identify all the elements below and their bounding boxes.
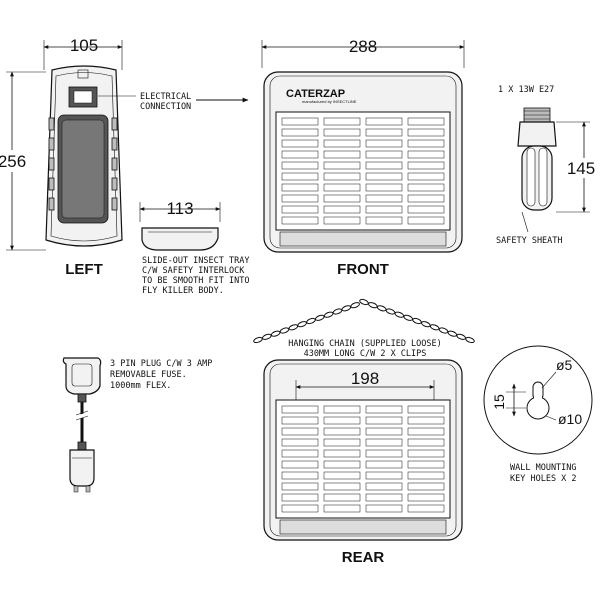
keyhole-detail-icon — [526, 381, 550, 420]
tray-note-line-3: TO BE SMOOTH FIT INTO — [142, 276, 249, 286]
iec-connector-icon — [69, 441, 95, 493]
plug-note-line-1: 3 PIN PLUG C/W 3 AMP — [110, 359, 212, 369]
insect-tray-shape — [141, 227, 219, 251]
left-height-dimension: 256 — [0, 71, 46, 251]
left-view: 105 256 — [0, 36, 249, 278]
uk-plug-icon — [62, 357, 102, 442]
left-body — [45, 65, 123, 247]
left-width-label: 105 — [70, 36, 98, 55]
small-diameter-label: ø5 — [556, 357, 573, 373]
large-diameter-label: ø10 — [558, 411, 582, 427]
switch-icon — [77, 69, 89, 79]
plug-view: 3 PIN PLUG C/W 3 AMP REMOVABLE FUSE. 100… — [62, 357, 212, 493]
left-width-dimension: 105 — [43, 36, 123, 70]
chain-note-line-2: 430MM LONG C/W 2 X CLIPS — [304, 349, 427, 359]
hole-spacing-label: 198 — [351, 369, 379, 388]
front-view: 288 CATERZAP manufactured by INSECTLINE … — [261, 37, 465, 278]
lamp-height-label: 145 — [567, 159, 595, 178]
left-view-label: LEFT — [65, 261, 103, 278]
electrical-connection-callout: ELECTRICAL CONNECTION — [98, 92, 249, 112]
cfl-lamp-icon — [517, 107, 557, 211]
keyhole-note-line-2: KEY HOLES X 2 — [510, 474, 577, 484]
keyhole-height-label: 15 — [491, 394, 507, 410]
front-grille-bars — [281, 117, 445, 225]
plug-note-line-3: 1000mm FLEX. — [110, 381, 171, 391]
tray-width-label: 113 — [166, 199, 193, 218]
front-width-label: 288 — [349, 37, 377, 56]
left-side-vents — [48, 117, 118, 211]
rear-view-label: REAR — [342, 549, 385, 566]
tray-note-line-2: C/W SAFETY INTERLOCK — [142, 266, 245, 276]
plug-note-line-2: REMOVABLE FUSE. — [110, 370, 187, 380]
rear-grille-bars — [281, 405, 445, 513]
left-height-label: 256 — [0, 152, 26, 171]
safety-sheath-label: SAFETY SHEATH — [496, 236, 563, 246]
lamp-view: 1 X 13W E27 145 SAFETY SHEATH — [496, 85, 596, 246]
electrical-note-line-2: CONNECTION — [140, 102, 191, 112]
brand-logo: CATERZAP — [286, 88, 345, 100]
lamp-spec-label: 1 X 13W E27 — [498, 85, 554, 95]
tray-note-line-1: SLIDE-OUT INSECT TRAY — [142, 256, 249, 266]
front-view-label: FRONT — [337, 261, 389, 278]
insect-tray-view: 113 SLIDE-OUT INSECT TRAY C/W SAFETY INT… — [139, 199, 249, 296]
electrical-note-line-1: ELECTRICAL — [140, 92, 191, 102]
rear-view: HANGING CHAIN (SUPPLIED LOOSE) 430MM LON… — [253, 298, 475, 566]
hanging-chain-icon — [253, 298, 475, 344]
keyhole-note-line-1: WALL MOUNTING — [510, 463, 577, 473]
brand-subtitle: manufactured by INSECTLINE — [302, 99, 357, 104]
keyhole-detail-view: 15 ø5 ø10 WALL MOUNTING KEY HOLES X 2 — [483, 345, 593, 484]
chain-note-line-1: HANGING CHAIN (SUPPLIED LOOSE) — [288, 339, 442, 349]
tray-note-line-4: FLY KILLER BODY. — [142, 286, 224, 296]
